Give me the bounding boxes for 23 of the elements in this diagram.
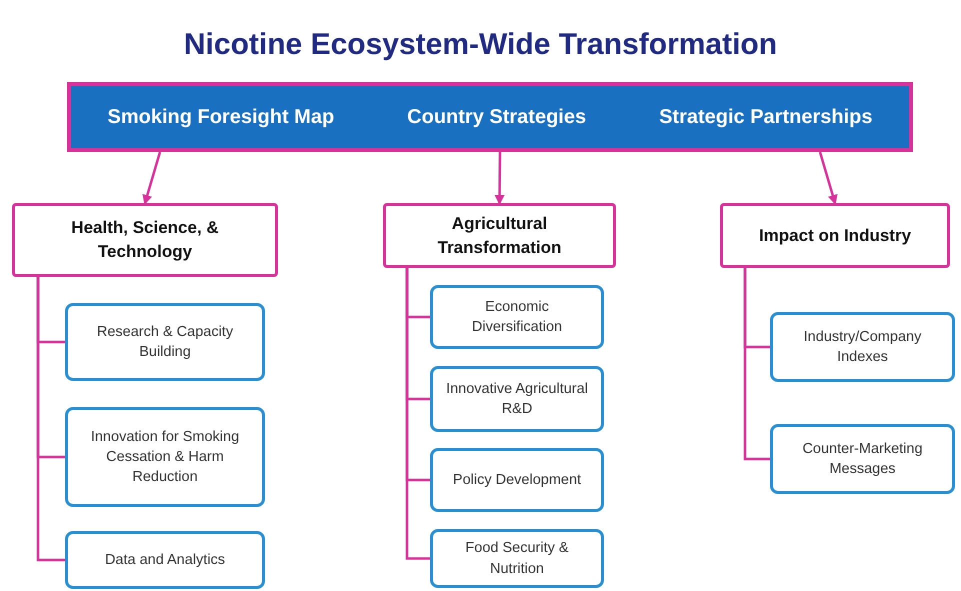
topic-box: Food Security & Nutrition	[430, 529, 604, 588]
topic-box: Industry/Company Indexes	[770, 312, 955, 382]
connector-line	[36, 277, 65, 562]
topic-box: Innovation for Smoking Cessation & Harm Reduction	[65, 407, 265, 507]
band-label: Country Strategies	[407, 106, 586, 128]
topic-box: Economic Diversification	[430, 285, 604, 349]
topic-box: Policy Development	[430, 448, 604, 512]
topic-box: Data and Analytics	[65, 531, 265, 589]
topic-box: Innovative Agricultural R&D	[430, 366, 604, 432]
connector-line	[744, 268, 770, 460]
diagram-title: Nicotine Ecosystem-Wide Transformation	[182, 28, 778, 62]
band-label: Smoking Foresight Map	[107, 106, 334, 128]
band-label: Strategic Partnerships	[659, 106, 872, 128]
topic-box: Research & Capacity Building	[65, 303, 265, 381]
arrow	[142, 152, 162, 205]
connector-line	[406, 268, 430, 560]
category-box: Impact on Industry	[720, 203, 950, 268]
arrow	[494, 152, 505, 205]
category-box: Agricultural Transformation	[383, 203, 616, 268]
topic-box: Counter-Marketing Messages	[770, 424, 955, 494]
arrow	[818, 152, 838, 205]
category-box: Health, Science, & Technology	[12, 203, 278, 277]
header-band	[67, 82, 913, 152]
